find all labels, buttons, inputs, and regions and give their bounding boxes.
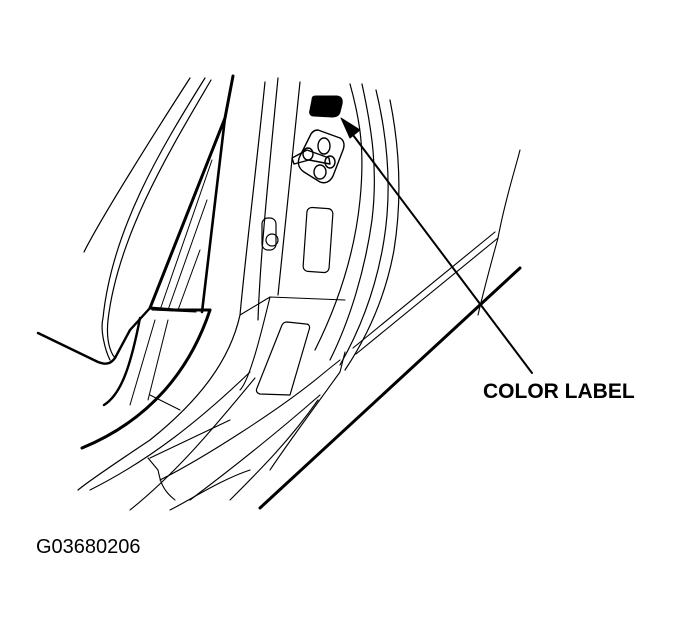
weatherstrip-inner-lines	[129, 159, 213, 411]
leader-arrow	[340, 117, 533, 374]
striker-bolt	[261, 217, 279, 251]
pillar-openings	[255, 206, 334, 396]
rocker-edge	[258, 266, 522, 510]
weatherstrip	[36, 74, 235, 450]
color-label-callout: COLOR LABEL	[483, 380, 635, 403]
door-frame-curves	[83, 77, 212, 361]
sill-lines	[89, 149, 521, 511]
color-label-patch	[309, 95, 343, 118]
figure-id: G03680206	[36, 536, 141, 558]
striker-plate	[291, 129, 345, 184]
pillar-lines	[77, 77, 400, 491]
